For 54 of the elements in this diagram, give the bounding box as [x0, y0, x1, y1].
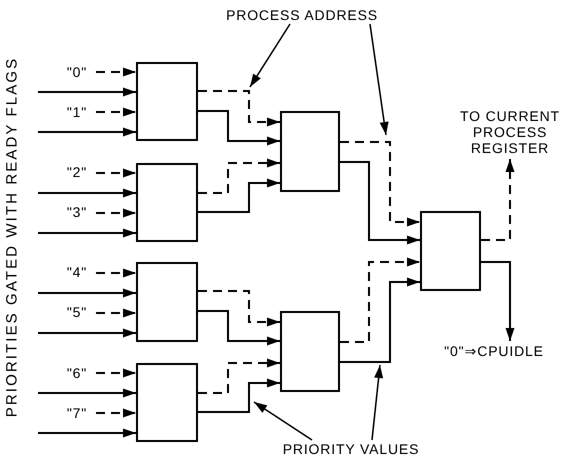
- logic-box: [420, 211, 481, 291]
- leader-line: [371, 364, 384, 440]
- signal-label: "3": [58, 203, 96, 221]
- signal-label: "1": [58, 103, 96, 121]
- logic-box: [136, 163, 198, 242]
- logic-box: [280, 111, 340, 192]
- signal-arrow: [340, 161, 420, 244]
- signal-label: "7": [58, 404, 96, 422]
- signal-label: TO CURRENT PROCESS REGISTER: [452, 105, 568, 159]
- signal-arrow: [198, 158, 280, 194]
- logic-box: [136, 262, 198, 342]
- signal-arrow: [340, 258, 420, 343]
- logic-box: [280, 311, 340, 392]
- signal-arrow: [340, 141, 420, 226]
- signal-arrow: [198, 90, 280, 126]
- input-arrow: [38, 128, 136, 136]
- signal-arrow: [96, 168, 136, 178]
- signal-arrow: [198, 358, 280, 394]
- logic-box: [136, 62, 198, 141]
- signal-arrow: [481, 261, 514, 341]
- signal-arrow: [96, 68, 136, 76]
- input-arrow: [38, 188, 136, 198]
- input-arrow: [38, 328, 136, 338]
- input-arrow: [38, 428, 136, 438]
- signal-label: "2": [58, 163, 96, 181]
- input-arrow: [38, 388, 136, 398]
- leader-line: [369, 24, 389, 136]
- signal-arrow: [340, 278, 420, 363]
- logic-box: [136, 363, 198, 442]
- signal-arrow: [96, 368, 136, 378]
- input-arrow: [38, 228, 136, 238]
- signal-arrow: [96, 408, 136, 418]
- signal-label: "0"⇒CPUIDLE: [424, 341, 564, 361]
- signal-arrow: [96, 108, 136, 116]
- signal-label: PRIORITY VALUES: [258, 440, 444, 458]
- signal-arrow: [198, 110, 280, 146]
- leader-line: [254, 401, 312, 441]
- signal-arrow: [198, 178, 280, 213]
- signal-arrow: [198, 290, 280, 326]
- leader-line: [249, 24, 291, 88]
- signal-arrow: [96, 268, 136, 278]
- signal-arrow: [96, 308, 136, 318]
- signal-arrow: [96, 208, 136, 218]
- axis-label: PRIORITIES GATED WITH READY FLAGS: [2, 56, 22, 420]
- signal-arrow: [481, 159, 514, 241]
- input-arrow: [38, 288, 136, 298]
- input-arrow: [38, 88, 136, 96]
- signal-label: "6": [58, 364, 96, 382]
- signal-label: "0": [58, 63, 96, 81]
- signal-label: PROCESS ADDRESS: [214, 6, 390, 24]
- signal-label: "5": [58, 303, 96, 321]
- signal-arrow: [198, 378, 280, 413]
- signal-label: "4": [58, 263, 96, 281]
- signal-arrow: [198, 310, 280, 346]
